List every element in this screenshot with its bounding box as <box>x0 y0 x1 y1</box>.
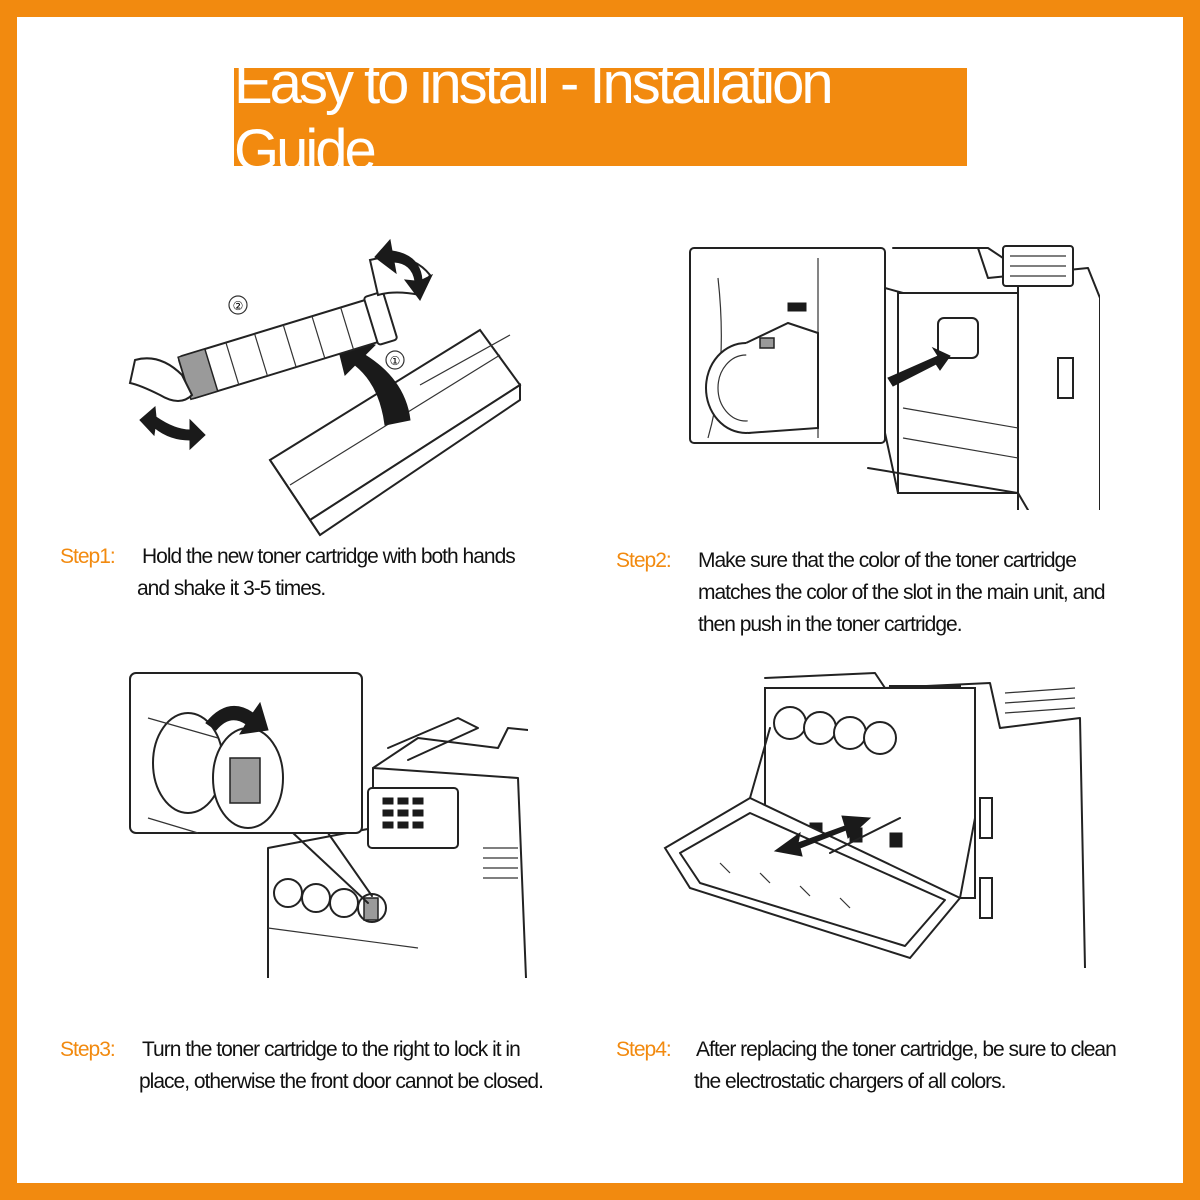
step-2-label: Step2: <box>616 549 672 572</box>
step-3-line-1: Turn the toner cartridge to the right to… <box>142 1038 521 1061</box>
marker-2: ② <box>233 299 244 313</box>
step-3-label: Step3: <box>60 1038 116 1061</box>
step-2-line-3: then push in the toner cartridge. <box>698 613 963 636</box>
step-2: Step2: Make sure that the color of the t… <box>616 545 1106 641</box>
step-1: Step1: Hold the new toner cartridge with… <box>60 541 516 605</box>
step-2-line-1: Make sure that the color of the toner ca… <box>698 549 1077 572</box>
step1-illustration: ② ① <box>128 238 522 537</box>
step4-illustration <box>663 672 1086 968</box>
step-1-text: Hold the new toner cartridge with both h… <box>137 541 516 605</box>
step-2-line-2: matches the color of the slot in the mai… <box>698 581 1106 604</box>
step-2-text: Make sure that the color of the toner ca… <box>698 545 1106 641</box>
step-3-text: Turn the toner cartridge to the right to… <box>139 1034 544 1098</box>
step-3-line-2: place, otherwise the front door cannot b… <box>139 1070 544 1093</box>
step-1-line-2: and shake it 3-5 times. <box>137 577 326 600</box>
step-1-line-1: Hold the new toner cartridge with both h… <box>142 545 516 568</box>
step-4-label: Step4: <box>616 1038 672 1061</box>
step2-illustration <box>689 245 1100 510</box>
step-1-label: Step1: <box>60 545 116 568</box>
step-3: Step3: Turn the toner cartridge to the r… <box>60 1034 544 1098</box>
step-4-line-1: After replacing the toner cartridge, be … <box>696 1038 1117 1061</box>
step3-illustration <box>129 672 528 978</box>
step-4: Step4: After replacing the toner cartrid… <box>616 1034 1117 1098</box>
step-4-line-2: the electrostatic chargers of all colors… <box>694 1070 1006 1093</box>
page-title: Easy to install - Installation Guide <box>234 51 834 183</box>
title-banner: Easy to install - Installation Guide <box>234 51 967 183</box>
step-4-text: After replacing the toner cartridge, be … <box>694 1034 1117 1098</box>
marker-1: ① <box>390 354 401 368</box>
